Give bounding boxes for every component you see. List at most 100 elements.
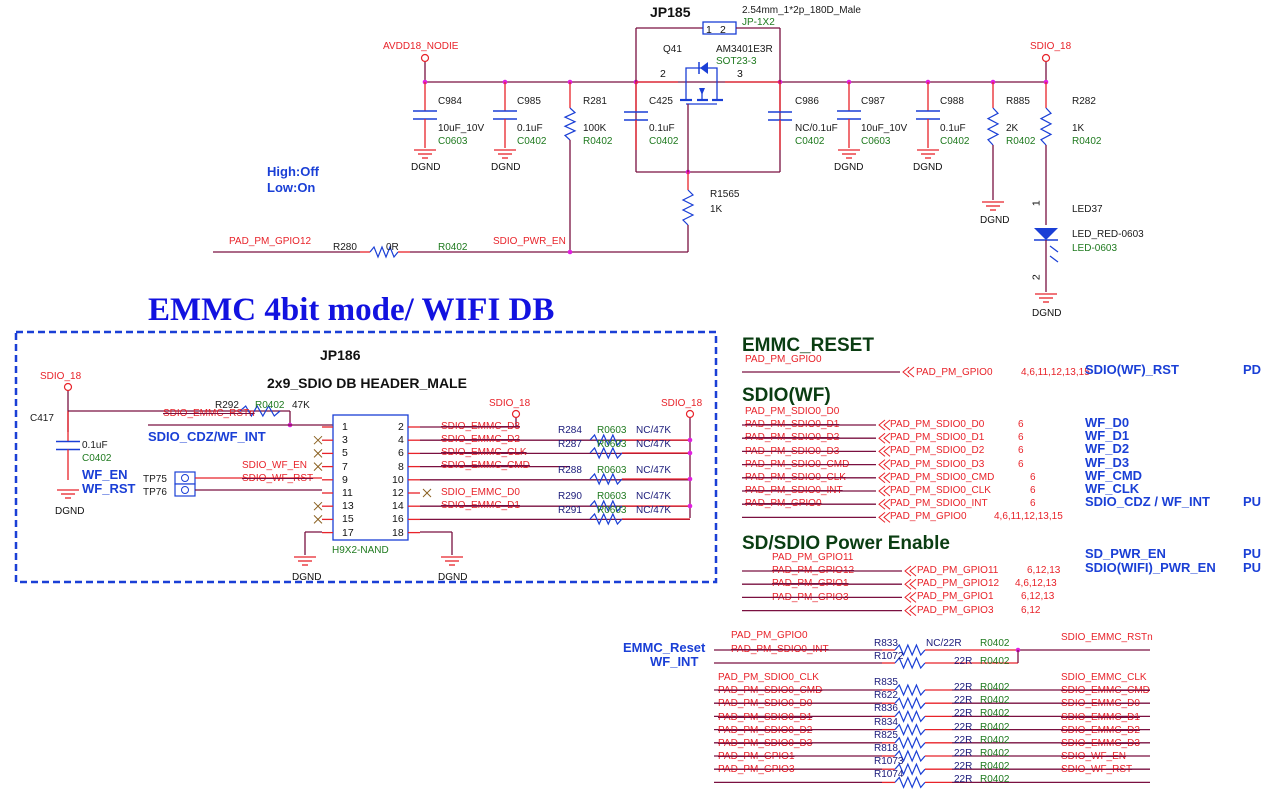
pullup-r287-footprint: R0603 xyxy=(597,439,627,450)
emmc-wifi-title: EMMC 4bit mode/ WIFI DB xyxy=(148,292,555,328)
series-right-net: SDIO_EMMC_CMD xyxy=(1061,685,1150,697)
sdio-wf-note: WF_CMD xyxy=(1085,467,1143,483)
power-port-icon xyxy=(420,53,430,63)
pullup-r290-footprint: R0603 xyxy=(597,491,627,502)
port-arrow-icon xyxy=(909,565,917,577)
series-resistor-value: 22R xyxy=(954,708,973,720)
resistor-icon xyxy=(681,189,695,226)
junction-dot xyxy=(687,476,693,482)
series-left-net: PAD_PM_GPIO0 xyxy=(731,630,808,641)
sdio-wf-port-pages: 6 xyxy=(1018,432,1024,444)
power-enable-port-pages: 4,6,12,13 xyxy=(1015,578,1057,590)
note-low-on: Low:On xyxy=(267,180,316,195)
net-sdio-wf-en: SDIO_WF_EN xyxy=(242,460,308,471)
power-enable-left-net: PAD_PM_GPIO11 xyxy=(772,552,854,563)
net-sdio-emmc-d2: SDIO_EMMC_D2 xyxy=(441,434,520,445)
mosfet-diode-icon xyxy=(700,62,708,74)
resistor-icon xyxy=(894,683,926,697)
junction-dot xyxy=(567,249,573,255)
port-arrow-icon xyxy=(878,432,886,444)
r281-ref: R281 xyxy=(583,96,607,107)
c986-value: NC/0.1uF xyxy=(795,123,838,134)
port-arrow-icon xyxy=(883,485,891,497)
c417-footprint: C0402 xyxy=(82,453,112,464)
r292-footprint: R0402 xyxy=(255,400,285,411)
net-sdio18-box-mid: SDIO_18 xyxy=(489,398,531,409)
r281-value: 100K xyxy=(583,123,607,134)
series-resistor-ref: R825 xyxy=(874,729,898,741)
led37-footprint: LED-0603 xyxy=(1072,243,1118,254)
q41-footprint: SOT23-3 xyxy=(716,56,757,67)
jp185-pin2: 2 xyxy=(720,24,726,36)
port-arrow-icon xyxy=(907,366,915,378)
series-right-net: SDIO_EMMC_D0 xyxy=(1061,698,1140,710)
sdio-wf-port-pages: 6 xyxy=(1030,485,1036,496)
test-point-icon xyxy=(181,486,189,494)
label-sdio-cdz-wf-int: SDIO_CDZ/WF_INT xyxy=(148,429,266,444)
sdio-wf-port-pages: 6 xyxy=(1030,498,1036,510)
jp186-pin-1: 1 xyxy=(342,421,348,433)
port-arrow-icon xyxy=(909,605,917,616)
gnd-c988: DGND xyxy=(913,162,943,173)
port-arrow-icon xyxy=(883,419,891,431)
port-arrow-icon xyxy=(878,446,886,457)
power-enable-port: PAD_PM_GPIO12 xyxy=(917,578,1000,590)
mosfet-arrow-icon xyxy=(699,88,705,95)
note-sd-pwr-en: SD_PWR_EN xyxy=(1085,546,1166,561)
tp76-ref: TP76 xyxy=(143,487,167,498)
jp186-ref: JP186 xyxy=(320,347,361,363)
r282-value: 1K xyxy=(1072,123,1085,134)
series-resistor-ref: R836 xyxy=(874,703,898,715)
sdio-wf-note: SDIO_CDZ / WF_INT xyxy=(1085,494,1210,510)
c987-footprint: C0603 xyxy=(861,136,891,147)
net-sdio-emmc-d0: SDIO_EMMC_D0 xyxy=(441,487,520,498)
sdio-wf-port: PAD_PM_SDIO0_D1 xyxy=(890,432,985,444)
junction-dot xyxy=(687,503,693,509)
net-sdio-emmc-clk: SDIO_EMMC_CLK xyxy=(441,447,527,458)
pullup-r291-value: NC/47K xyxy=(636,505,672,516)
power-port-icon xyxy=(1041,53,1051,63)
resistor-icon xyxy=(986,107,1000,146)
sdio-wf-port: PAD_PM_SDIO0_D0 xyxy=(890,419,985,430)
series-resistor-ref: R1072 xyxy=(874,651,904,662)
series-left-net: PAD_PM_SDIO0_D2 xyxy=(718,724,813,736)
power-enable-left-net: PAD_PM_GPIO12 xyxy=(772,565,855,577)
power-enable-left-net: PAD_PM_GPIO1 xyxy=(772,578,849,590)
port-arrow-icon xyxy=(878,485,886,497)
mosfet-icon xyxy=(685,67,718,82)
jp186-pin-6: 6 xyxy=(398,447,404,460)
series-resistor-ref: R833 xyxy=(874,638,898,649)
port-arrow-icon xyxy=(904,565,912,577)
port-arrow-icon xyxy=(883,446,891,457)
no-connect-icon xyxy=(313,435,323,445)
sdio-wf-port: PAD_PM_SDIO0_CLK xyxy=(890,485,991,496)
series-right-net: SDIO_WF_EN xyxy=(1061,751,1127,763)
c985-footprint: C0402 xyxy=(517,136,547,147)
sdio-wf-note: WF_D2 xyxy=(1085,441,1130,457)
port-emmc-reset-pages: 4,6,11,12,13,15 xyxy=(1021,367,1090,378)
jp186-pin-18: 18 xyxy=(392,526,404,539)
jp186-pin-4: 4 xyxy=(398,434,404,447)
c417-ref: C417 xyxy=(30,413,54,424)
c984-ref: C984 xyxy=(438,96,462,107)
port-arrow-icon xyxy=(878,419,886,431)
sdio-wf-port-pages: 6 xyxy=(1018,419,1024,430)
resistor-icon xyxy=(894,736,926,750)
resistor-icon xyxy=(894,762,926,776)
pullup-r284-ref: R284 xyxy=(558,425,582,436)
sdio-wf-left-net: PAD_PM_SDIO0_D3 xyxy=(745,445,840,457)
resistor-icon xyxy=(894,749,926,763)
net-sdio18-top: SDIO_18 xyxy=(1030,41,1072,52)
jp186-pin-15: 15 xyxy=(342,513,354,526)
c987-ref: C987 xyxy=(861,96,885,107)
sdio-wf-port: PAD_PM_SDIO0_CMD xyxy=(890,471,995,483)
pullup-r288-value: NC/47K xyxy=(636,465,672,476)
pullup-r288-footprint: R0603 xyxy=(597,465,627,476)
net-sdio-emmc-cmd: SDIO_EMMC_CMD xyxy=(441,460,530,471)
jp186-pin-8: 8 xyxy=(398,460,404,473)
net-sdio18-c417: SDIO_18 xyxy=(40,371,82,382)
jp185-ref: JP185 xyxy=(650,4,691,20)
series-left-net: PAD_PM_SDIO0_D3 xyxy=(718,738,813,749)
